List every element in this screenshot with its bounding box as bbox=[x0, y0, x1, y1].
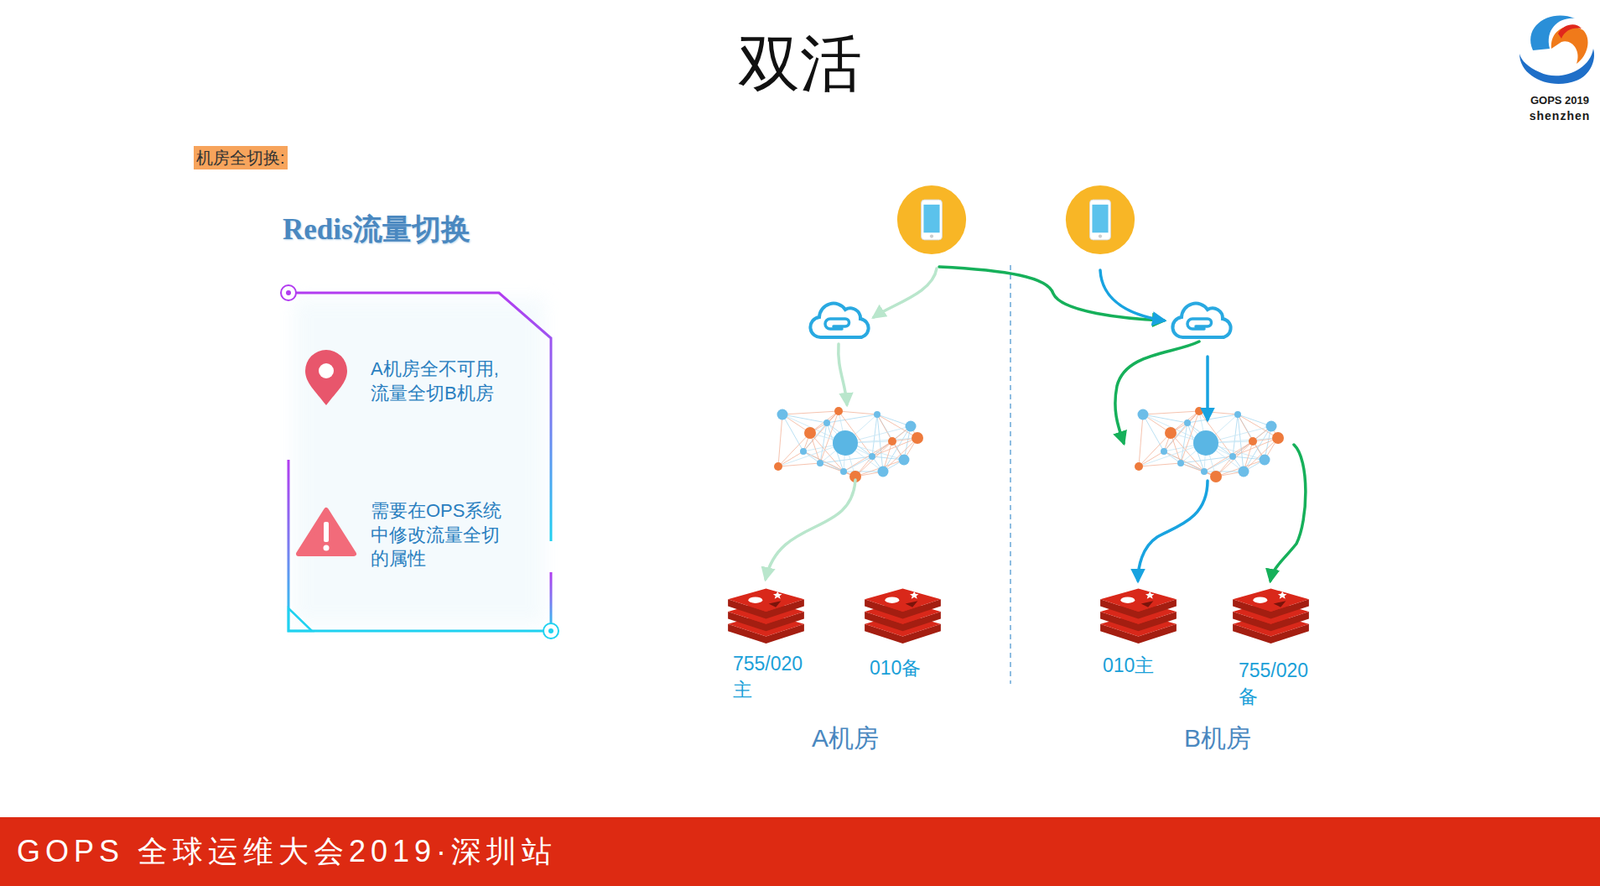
panel-heading: Redis流量切换 bbox=[282, 212, 471, 248]
redis-label: 010备 bbox=[869, 654, 921, 681]
logo-mark bbox=[1519, 15, 1595, 84]
redis-icon bbox=[1100, 588, 1177, 644]
panel-frame bbox=[280, 285, 559, 639]
phone-icon bbox=[1065, 185, 1135, 255]
redis-label: 010主 bbox=[1102, 652, 1154, 679]
network-icon bbox=[1134, 406, 1284, 483]
panel-item: 需要在OPS系统中修改流量全切的属性 bbox=[370, 498, 518, 572]
redis-label: 755/020 备 bbox=[1238, 657, 1326, 710]
pin-icon bbox=[305, 349, 348, 406]
redis-icon bbox=[727, 588, 805, 644]
room-label: A机房 bbox=[761, 721, 930, 756]
cloud-icon bbox=[1172, 303, 1231, 338]
redis-icon bbox=[864, 588, 941, 644]
redis-node: 755/020 备 bbox=[1238, 657, 1326, 710]
slide-title: 双活 bbox=[0, 26, 1600, 102]
redis-node: 010备 bbox=[869, 654, 921, 681]
logo-text: GOPS 2019 bbox=[1524, 93, 1595, 107]
redis-icon bbox=[1232, 588, 1310, 644]
redis-label: 755/020 主 bbox=[732, 650, 821, 703]
highlight-tag: 机房全切换: bbox=[193, 145, 288, 170]
panel-item: A机房全不可用, 流量全切B机房 bbox=[370, 357, 518, 406]
cloud-icon bbox=[810, 303, 868, 338]
info-panel: Redis流量切换 A机房全不可用, 流量全切B机房需要在OPS系统中修改流量全切… bbox=[276, 205, 562, 642]
warning-icon bbox=[298, 509, 354, 554]
room-divider bbox=[1009, 264, 1012, 684]
network-icon bbox=[774, 406, 924, 483]
tag-text: 机房全切换: bbox=[196, 147, 286, 168]
redis-node: 755/020 主 bbox=[732, 650, 821, 703]
room-label: B机房 bbox=[1133, 721, 1302, 756]
logo-text: shenzhen bbox=[1524, 109, 1595, 123]
footer-text: GOPS 全球运维大会2019·深圳站 bbox=[16, 832, 557, 869]
footer-band: GOPS 全球运维大会2019·深圳站 bbox=[0, 816, 1600, 886]
redis-node: 010主 bbox=[1102, 652, 1154, 679]
flow-arrows bbox=[765, 266, 1306, 581]
phone-icon bbox=[897, 185, 967, 255]
